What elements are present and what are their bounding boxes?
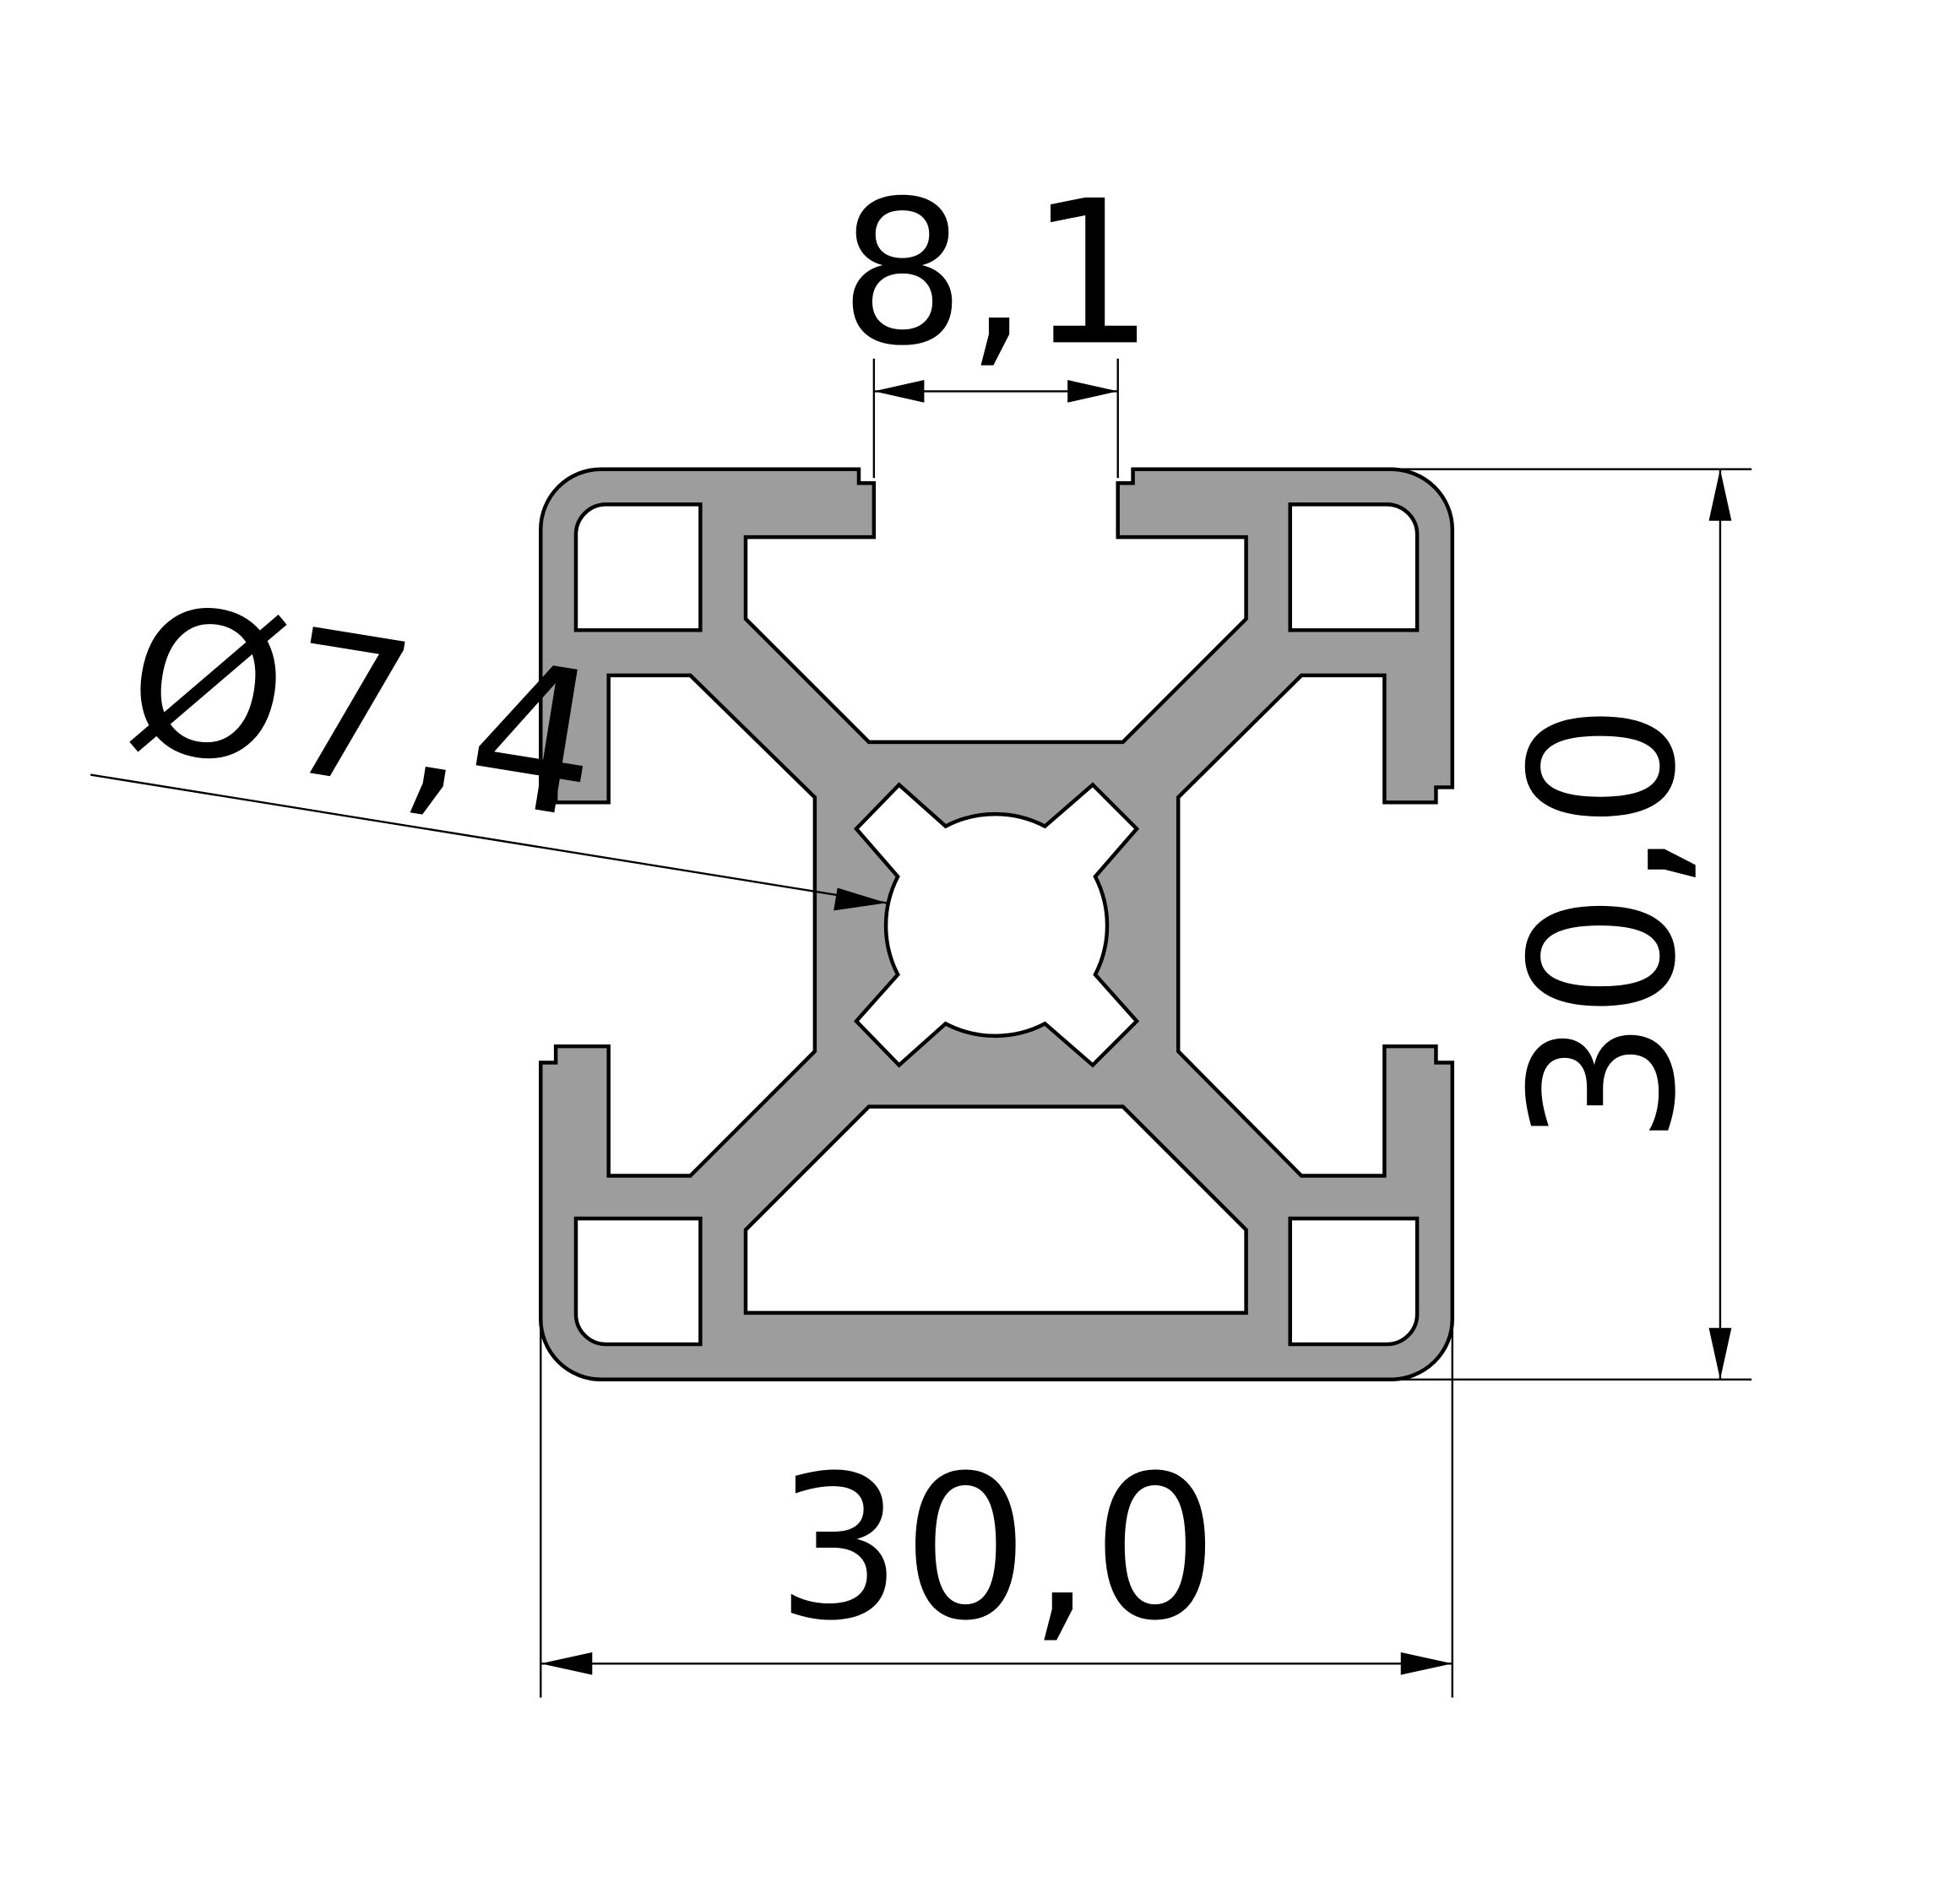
height-label: 30,0 bbox=[1489, 703, 1719, 1146]
width-dimension: 30,0 bbox=[540, 1320, 1453, 1698]
width-label: 30,0 bbox=[776, 1434, 1219, 1664]
aluminium-profile-section bbox=[539, 467, 1455, 1381]
slot-width-dimension: 8,1 bbox=[839, 159, 1155, 479]
slot-width-label: 8,1 bbox=[839, 159, 1155, 389]
height-dimension: 30,0 bbox=[1390, 468, 1752, 1381]
